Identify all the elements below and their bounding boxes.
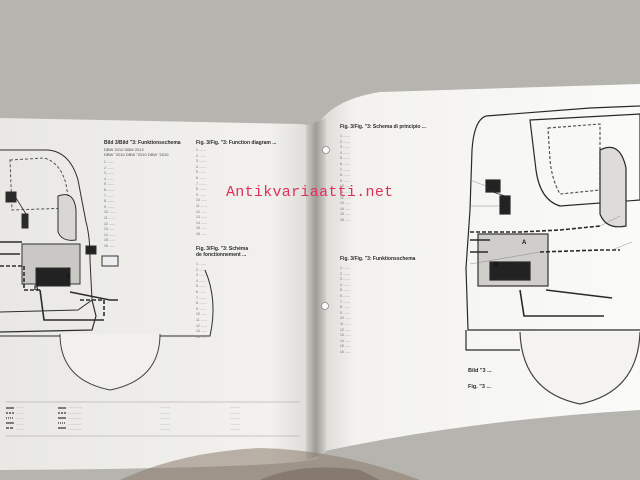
- french-title-2: de fonctionnement ...: [196, 252, 247, 258]
- watermark: Antikvariaatti.net: [226, 184, 394, 201]
- right-diagram-label-a: A: [522, 240, 527, 246]
- left-page: [0, 118, 318, 470]
- left-diagram-label-b: B: [34, 286, 39, 292]
- right-leader-lines: [469, 179, 633, 265]
- left-legend-swatches: [6, 407, 66, 429]
- swedish-item-list: 1 ........2 ........3 ........4 ........…: [340, 266, 352, 354]
- caption-fig: Fig. "3 ...: [468, 384, 492, 390]
- french-title: Fig. 3/Fig. "3: Schéma: [196, 246, 249, 252]
- german-subtitle-2: DBW "2010 DBW "2010 DBW "2010: [104, 152, 169, 157]
- gutter: [306, 118, 326, 460]
- italian-item-list: 1 ........2 ........3 ........4 ........…: [340, 134, 352, 222]
- french-item-list: 1 ........2 ........3 ........4 ........…: [196, 262, 208, 339]
- italian-title: Fig. 3/Fig. "3: Schema di principio ...: [340, 124, 426, 130]
- german-item-list: 1 ........2 ........3 ........4 ........…: [104, 160, 116, 248]
- caption-bild: Bild "3 ...: [468, 368, 492, 374]
- english-title: Fig. 3/Fig. "3: Function diagram ...: [196, 140, 277, 146]
- legend-column-1: ........................................: [16, 405, 24, 432]
- right-vehicle-diagram: [465, 105, 640, 405]
- english-item-list: 1 ........2 ........3 ........4 ........…: [196, 148, 208, 236]
- left-legend-rules: [6, 401, 300, 437]
- right-diagram-label-b: B: [494, 262, 499, 268]
- binding-hole-top: [322, 146, 330, 154]
- binding-hole-bottom: [321, 302, 329, 310]
- german-title: Bild 3/Bild "3: Funktionsschema: [104, 140, 181, 146]
- legend-column-4: ........................................…: [230, 405, 241, 432]
- left-diagram-label-a: A: [66, 274, 71, 280]
- swedish-title: Fig. 3/Fig. "3: Funktionsschema: [340, 256, 416, 262]
- german-subtitle-1: DBW 2010 DBW 2012: [104, 147, 144, 152]
- left-vehicle-diagram: [0, 149, 214, 391]
- legend-column-3: ........................................…: [160, 405, 171, 432]
- legend-column-2: ........................................…: [68, 405, 83, 432]
